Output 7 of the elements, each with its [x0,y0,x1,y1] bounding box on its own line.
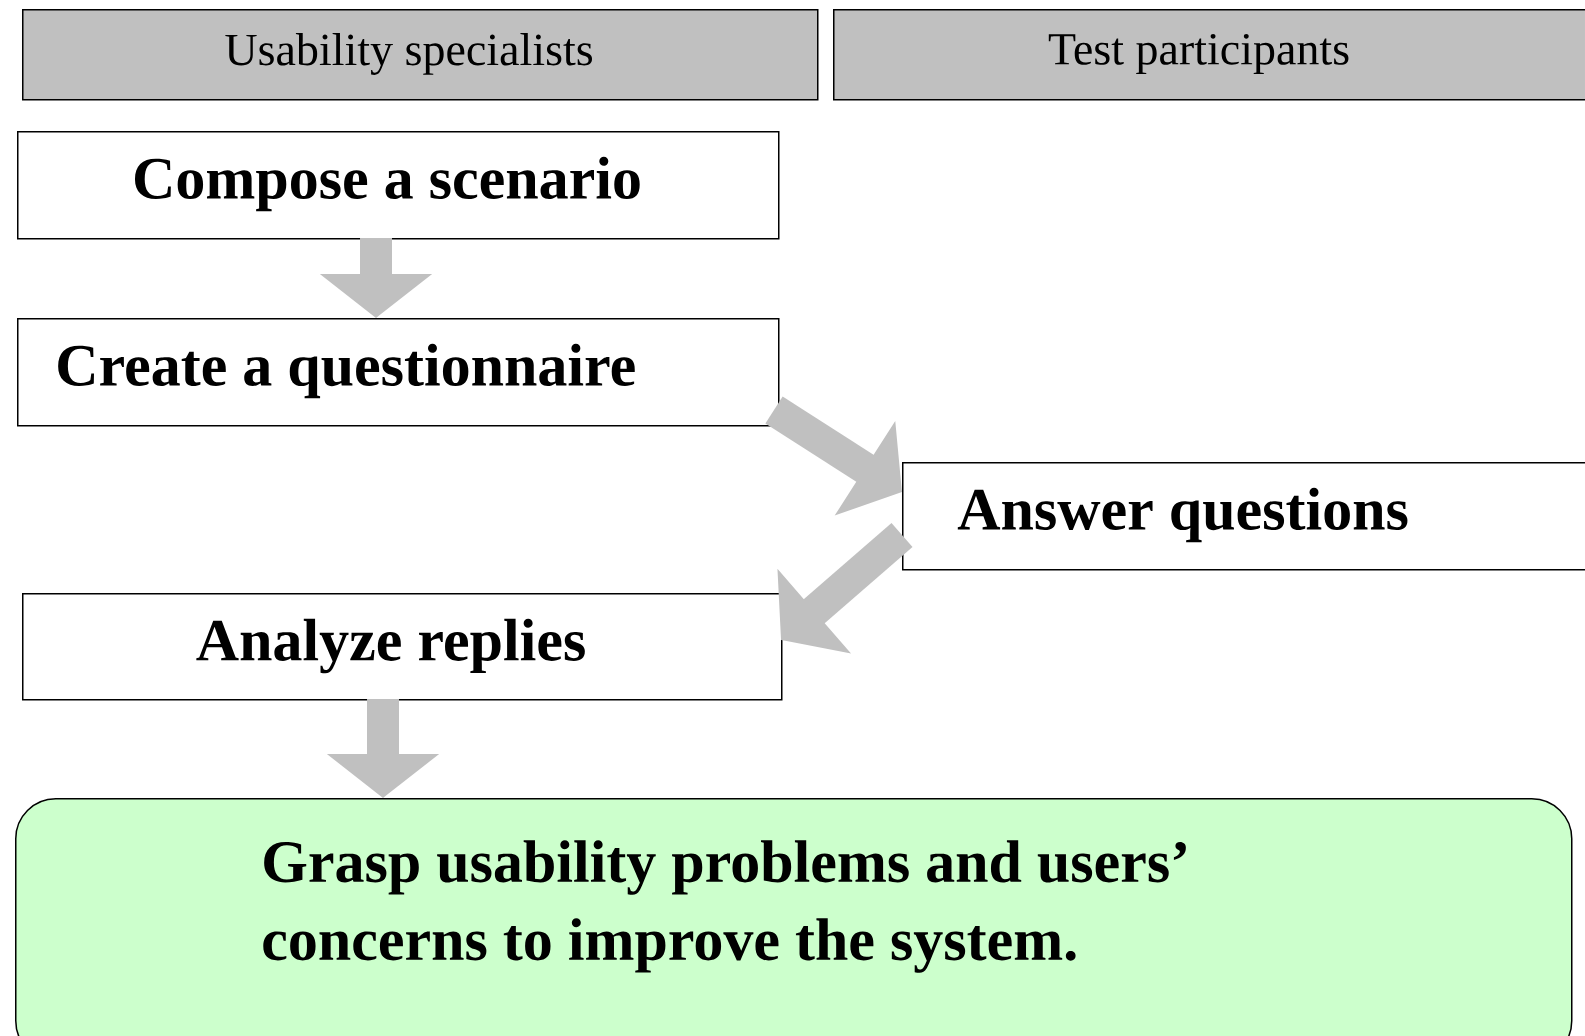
process-box: Compose a scenario [17,131,780,240]
column-header: Usability specialists [22,9,819,101]
result-box: Grasp usability problems and users’ concerns to improve the system. [15,798,1573,1036]
column-header: Test participants [833,9,1585,101]
process-box: Answer questions [902,462,1585,571]
process-box: Analyze replies [22,593,783,701]
process-box: Create a questionnaire [17,318,780,427]
